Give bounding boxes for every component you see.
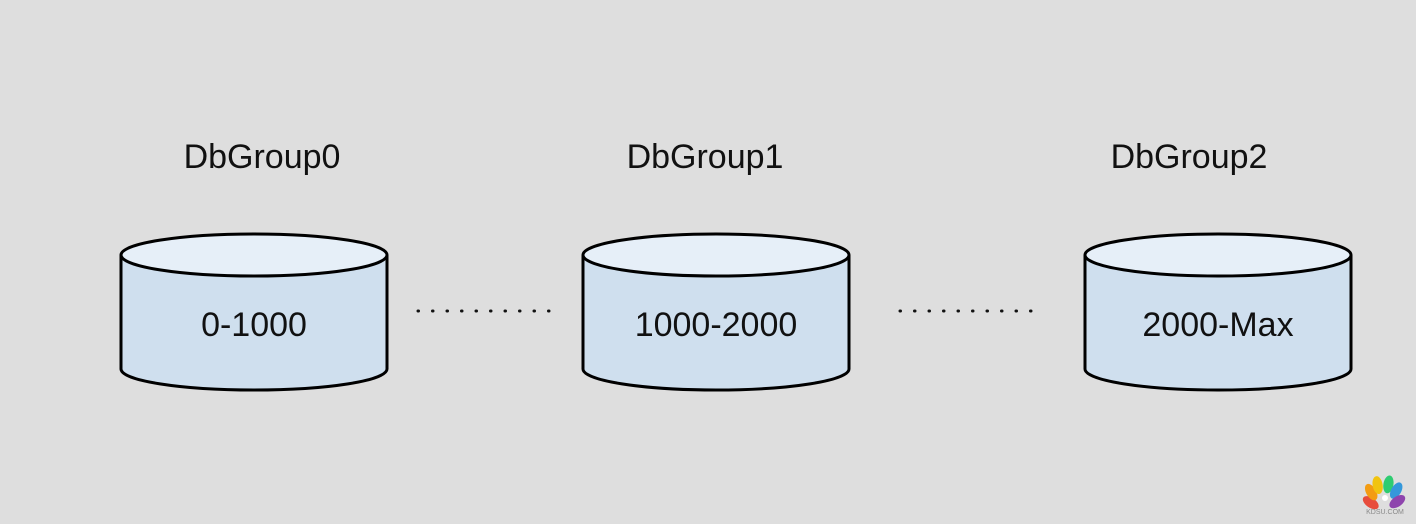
group-label-1: DbGroup1 [627,138,784,176]
range-label-1: 1000-2000 [635,306,798,344]
db-group-1: DbGroup1 1000-2000 [581,138,851,392]
database-cylinder-icon-0 [119,232,389,392]
database-cylinder-icon-1 [581,232,851,392]
database-cylinder-icon-2 [1083,232,1353,392]
db-group-0: DbGroup0 0-1000 [119,138,389,392]
peacock-icon [1362,475,1406,510]
range-label-2: 2000-Max [1142,306,1293,344]
group-label-0: DbGroup0 [184,138,341,176]
range-label-0: 0-1000 [201,306,307,344]
watermark-logo: KDSU.COM [1362,475,1406,516]
db-group-2: DbGroup2 2000-Max [1083,138,1353,392]
group-label-2: DbGroup2 [1111,138,1268,176]
watermark-text: KDSU.COM [1366,509,1404,516]
